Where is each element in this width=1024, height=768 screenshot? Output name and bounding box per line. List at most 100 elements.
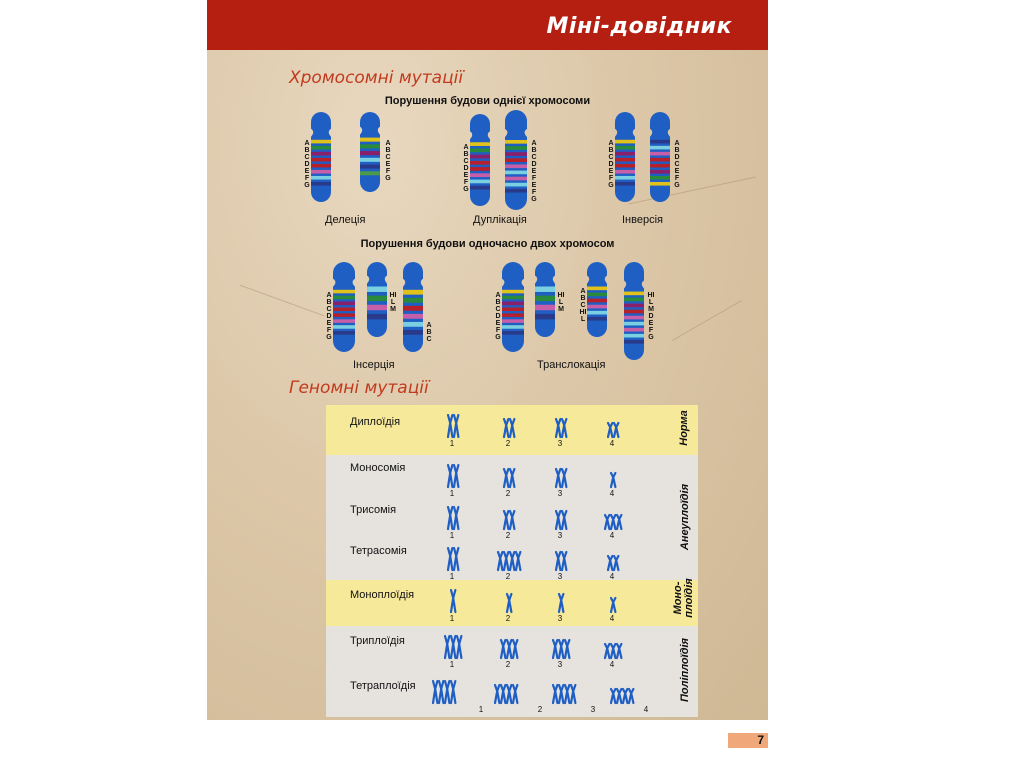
chromosome-glyph [502,417,510,439]
translocation-letters-1: ABCDEFG [495,292,501,341]
chromosome-band [624,291,644,296]
chromosome-band [587,310,607,315]
chromosome-glyph [446,546,454,572]
column-number: 1 [449,660,455,669]
insertion-chromosome-3 [403,262,423,352]
chromosome-glyph [449,634,457,660]
chromosome-band [650,151,670,156]
chromosome-glyph [560,467,568,489]
chromosome-band [535,295,555,302]
two-chrom-title: Порушення будови одночасно двох хромосом [360,238,615,250]
chromosome-band [505,176,527,181]
group-mono-part2: плоїдія [683,578,695,618]
chromosome-glyph [502,509,510,531]
chromosome-glyph [505,683,513,705]
karyotype-set [603,642,623,660]
page-number: 7 [757,733,764,747]
translocation-chromosome-4 [624,262,644,360]
chromosome-band [587,304,607,309]
column-number: 3 [557,489,563,498]
chromosome-band [403,305,423,311]
deletion-caption: Делеція [325,214,366,226]
chromosome-band [333,307,355,312]
column-number: 2 [505,614,511,623]
header-banner: Міні-довідник [207,0,768,50]
chromosome-glyph [560,417,568,439]
chromosome-glyph [627,687,635,705]
chromosome-glyph [511,638,519,660]
chromosome-glyph [505,592,513,614]
karyotype-set [609,687,635,705]
insertion-caption: Інсерція [353,359,395,371]
translocation-letters-3: ABCHIL [579,288,587,323]
chromosome-glyph [502,467,510,489]
chromosome-band [624,333,644,338]
chromosome-band [502,325,524,329]
karyotype-set [502,417,516,439]
column-number: 4 [609,572,615,581]
texture-crack [239,284,325,317]
chromosome-band [650,139,670,144]
texture-crack [672,300,742,341]
translocation-letters-2: HILM [557,292,565,313]
chromosome-glyph [443,679,451,705]
karyotype-set [554,417,568,439]
chromosome-band [535,313,555,320]
column-number: 1 [449,572,455,581]
chromosome-band [502,289,524,294]
chromosome-glyph [499,683,507,705]
chromosome-glyph [446,463,454,489]
karyotype-set [449,588,457,614]
chromosome-band [650,145,670,150]
chromosome-band [502,307,524,312]
deletion-mutant-chromosome [360,112,380,192]
column-number: 3 [557,531,563,540]
duplication-caption: Дуплікація [473,214,527,226]
chromosome-glyph [554,417,562,439]
chromosome-band [505,152,527,156]
chromosome-band [650,169,670,174]
chromosome-band [403,289,423,295]
chromosome-band [311,157,331,162]
chromosome-band [650,157,670,162]
chromosome-glyph [606,421,614,439]
chromosome-glyph [551,683,559,705]
chromosome-band [587,298,607,303]
translocation-caption: Транслокація [537,359,606,371]
column-number: 1 [449,439,455,448]
chromosome-glyph [554,467,562,489]
chromosome-band [470,185,490,190]
chromosome-band [502,313,524,317]
chromosome-glyph [554,550,562,572]
karyotype-set [554,550,568,572]
karyotype-set [606,421,620,439]
karyotype-set [446,413,460,439]
chromosome-band [360,144,380,149]
inversion-caption: Інверсія [622,214,663,226]
chromosome-band [360,164,380,169]
duplication-normal-chromosome [470,114,490,206]
chromosome-glyph [499,638,507,660]
chromosome-band [535,304,555,311]
chromosome-band [505,188,527,193]
chromosome-band [505,170,527,175]
chromosome-glyph [621,687,629,705]
chromosome-glyph [514,550,522,572]
chromosome-band [615,151,635,156]
column-number: 3 [590,705,596,714]
row-label: Трисомія [350,503,397,516]
insertion-chromosome-1 [333,262,355,352]
chromosome-band [624,327,644,332]
translocation-letters-4: HILMDEFG [647,292,655,341]
chromosome-glyph [560,550,568,572]
chromosome-glyph [508,550,516,572]
column-number: 4 [609,660,615,669]
karyotype-set [446,505,460,531]
karyotype-set [443,634,463,660]
column-number: 3 [557,614,563,623]
karyotype-set [499,638,519,660]
chromosome-glyph [496,550,504,572]
one-chrom-title: Порушення будови однієї хромосоми [384,95,591,107]
chromosome-glyph [557,592,565,614]
column-number: 2 [505,489,511,498]
